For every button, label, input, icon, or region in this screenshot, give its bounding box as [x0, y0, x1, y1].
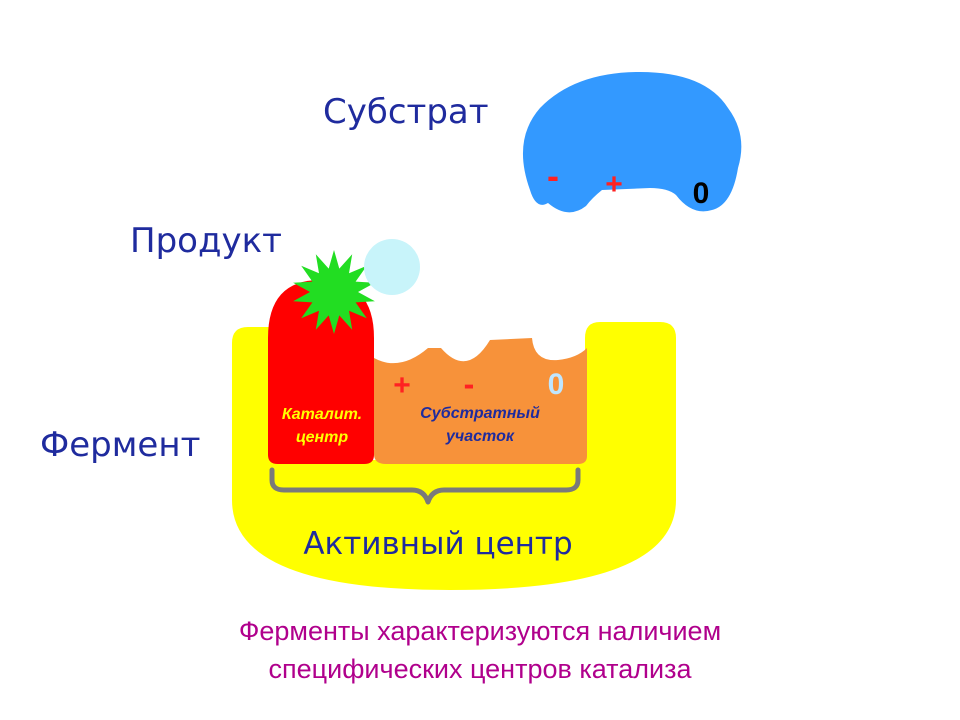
site-charge-plus: + [393, 369, 411, 402]
substrate-site-label-1: Субстратный [420, 405, 540, 422]
substrate-charge-minus: - [547, 155, 559, 196]
substrate-label: Субстрат [323, 92, 489, 132]
site-charge-zero: 0 [548, 368, 565, 401]
substrate-charge-plus: + [605, 168, 623, 201]
substrate-site-label-2: участок [445, 428, 515, 445]
site-charge-minus: - [464, 366, 475, 402]
substrate-shape [522, 72, 742, 213]
catalytic-center-label-2: центр [296, 429, 349, 446]
catalytic-center-label-1: Каталит. [282, 406, 362, 423]
product-circle [364, 239, 420, 295]
substrate-charge-zero: 0 [693, 177, 710, 210]
catalytic-center-shape [268, 280, 374, 464]
active-center-brace [269, 467, 581, 505]
substrate-site-shape [374, 338, 587, 464]
caption-line-2: специфических центров катализа [268, 654, 692, 684]
product-star [293, 250, 375, 334]
enzyme-label: Фермент [40, 425, 200, 465]
caption-line-1: Ферменты характеризуются наличием [238, 616, 722, 646]
enzyme-body [232, 322, 676, 590]
product-label: Продукт [130, 221, 282, 261]
caption: Ферменты характеризуются наличием специф… [0, 612, 960, 688]
active-center-label: Активный центр [303, 526, 572, 562]
